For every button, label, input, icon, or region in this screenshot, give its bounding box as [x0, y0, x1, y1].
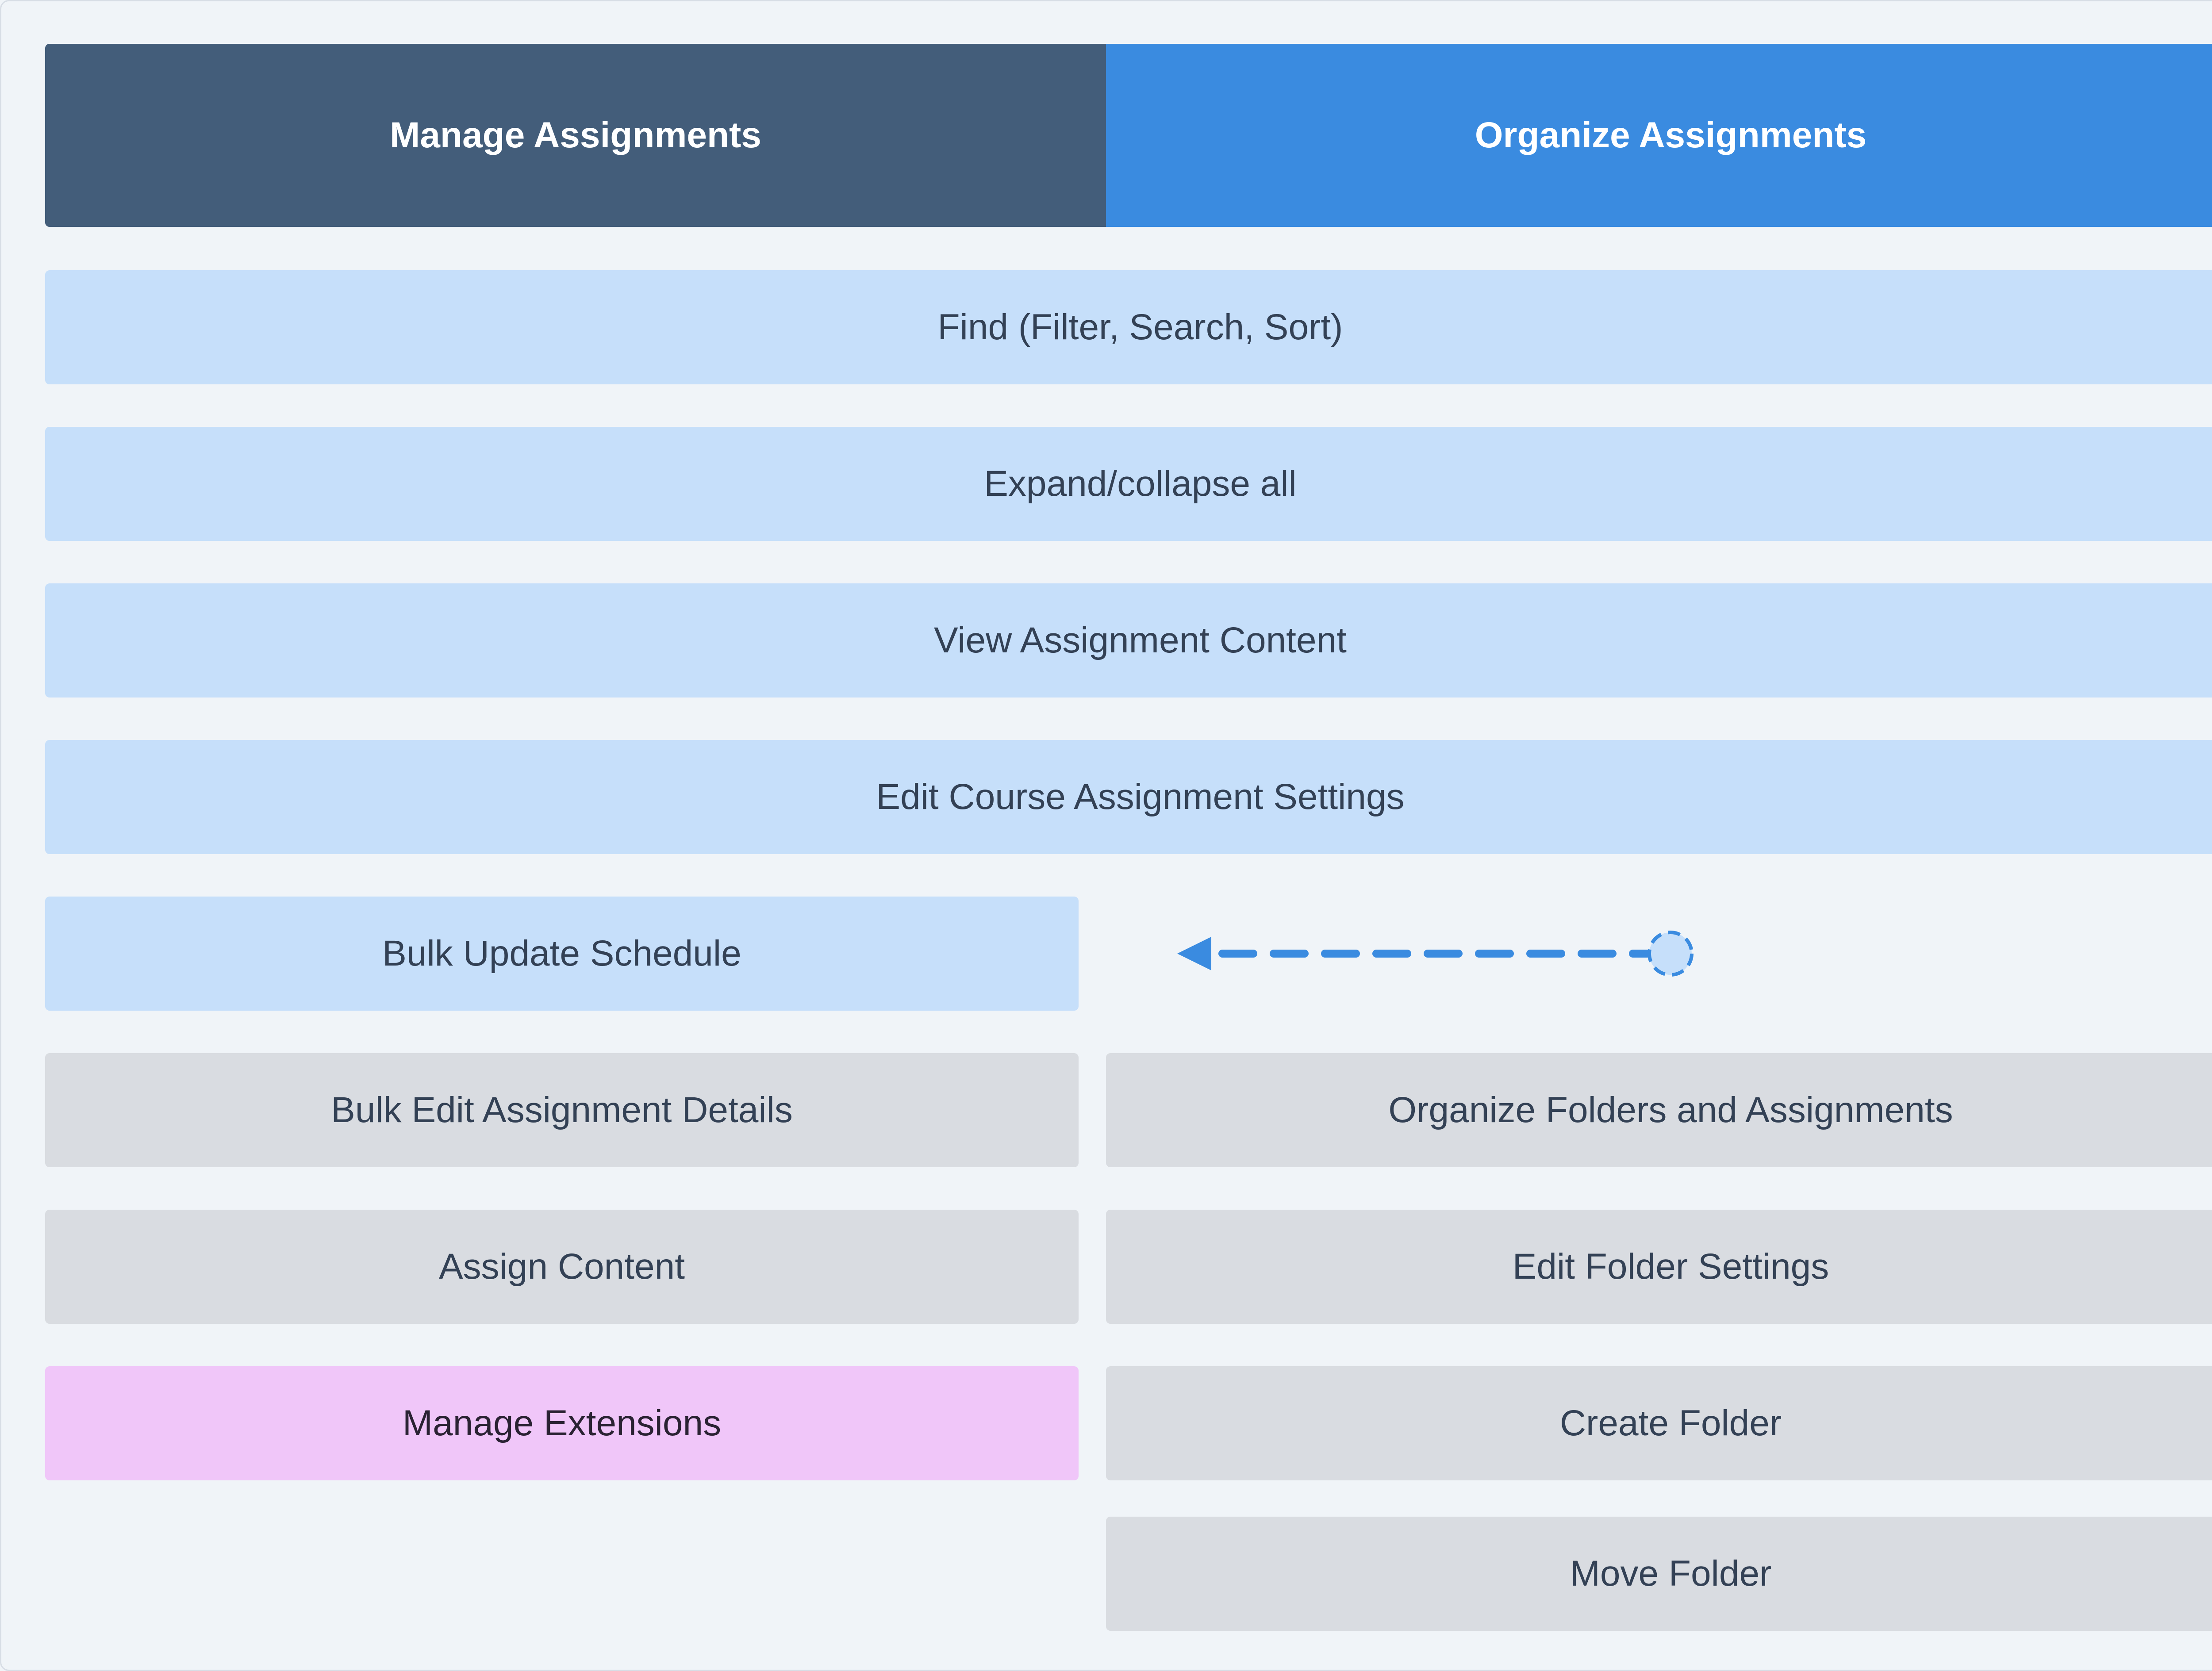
edit-settings-label: Edit Course Assignment Settings — [876, 777, 1405, 817]
bulk-edit-assignment-details-box: Bulk Edit Assignment Details — [45, 1053, 1079, 1167]
edit-course-assignment-settings-box: Edit Course Assignment Settings — [45, 740, 2212, 854]
find-label: Find (Filter, Search, Sort) — [937, 307, 1343, 347]
expand-label: Expand/collapse all — [984, 464, 1297, 504]
move-folder-box: Move Folder — [1106, 1517, 2212, 1631]
connector-origin-circle — [1647, 931, 1694, 977]
organize-folders-label: Organize Folders and Assignments — [1388, 1090, 1953, 1130]
find-filter-search-sort-box: Find (Filter, Search, Sort) — [45, 270, 2212, 384]
bulk-update-label: Bulk Update Schedule — [382, 933, 741, 973]
assign-content-box: Assign Content — [45, 1210, 1079, 1324]
edit-folder-settings-box: Edit Folder Settings — [1106, 1210, 2212, 1324]
move-folder-label: Move Folder — [1570, 1553, 1772, 1594]
bulk-update-schedule-box: Bulk Update Schedule — [45, 897, 1079, 1011]
manage-assignments-header: Manage Assignments — [45, 44, 1106, 227]
bulk-edit-label: Bulk Edit Assignment Details — [331, 1090, 793, 1130]
expand-collapse-all-box: Expand/collapse all — [45, 427, 2212, 541]
organize-folders-box: Organize Folders and Assignments — [1106, 1053, 2212, 1167]
connector-arrowhead — [1177, 937, 1211, 970]
organize-assignments-label: Organize Assignments — [1475, 115, 1867, 155]
create-folder-box: Create Folder — [1106, 1366, 2212, 1480]
create-folder-label: Create Folder — [1559, 1403, 1782, 1443]
view-assignment-content-box: View Assignment Content — [45, 583, 2212, 698]
view-label: View Assignment Content — [934, 620, 1347, 660]
manage-assignments-label: Manage Assignments — [390, 115, 761, 155]
edit-folder-label: Edit Folder Settings — [1512, 1246, 1829, 1287]
manage-extensions-box: Manage Extensions — [45, 1366, 1079, 1480]
organize-assignments-header: Organize Assignments — [1106, 44, 2212, 227]
manage-extensions-label: Manage Extensions — [402, 1403, 722, 1443]
assign-content-label: Assign Content — [438, 1246, 685, 1287]
